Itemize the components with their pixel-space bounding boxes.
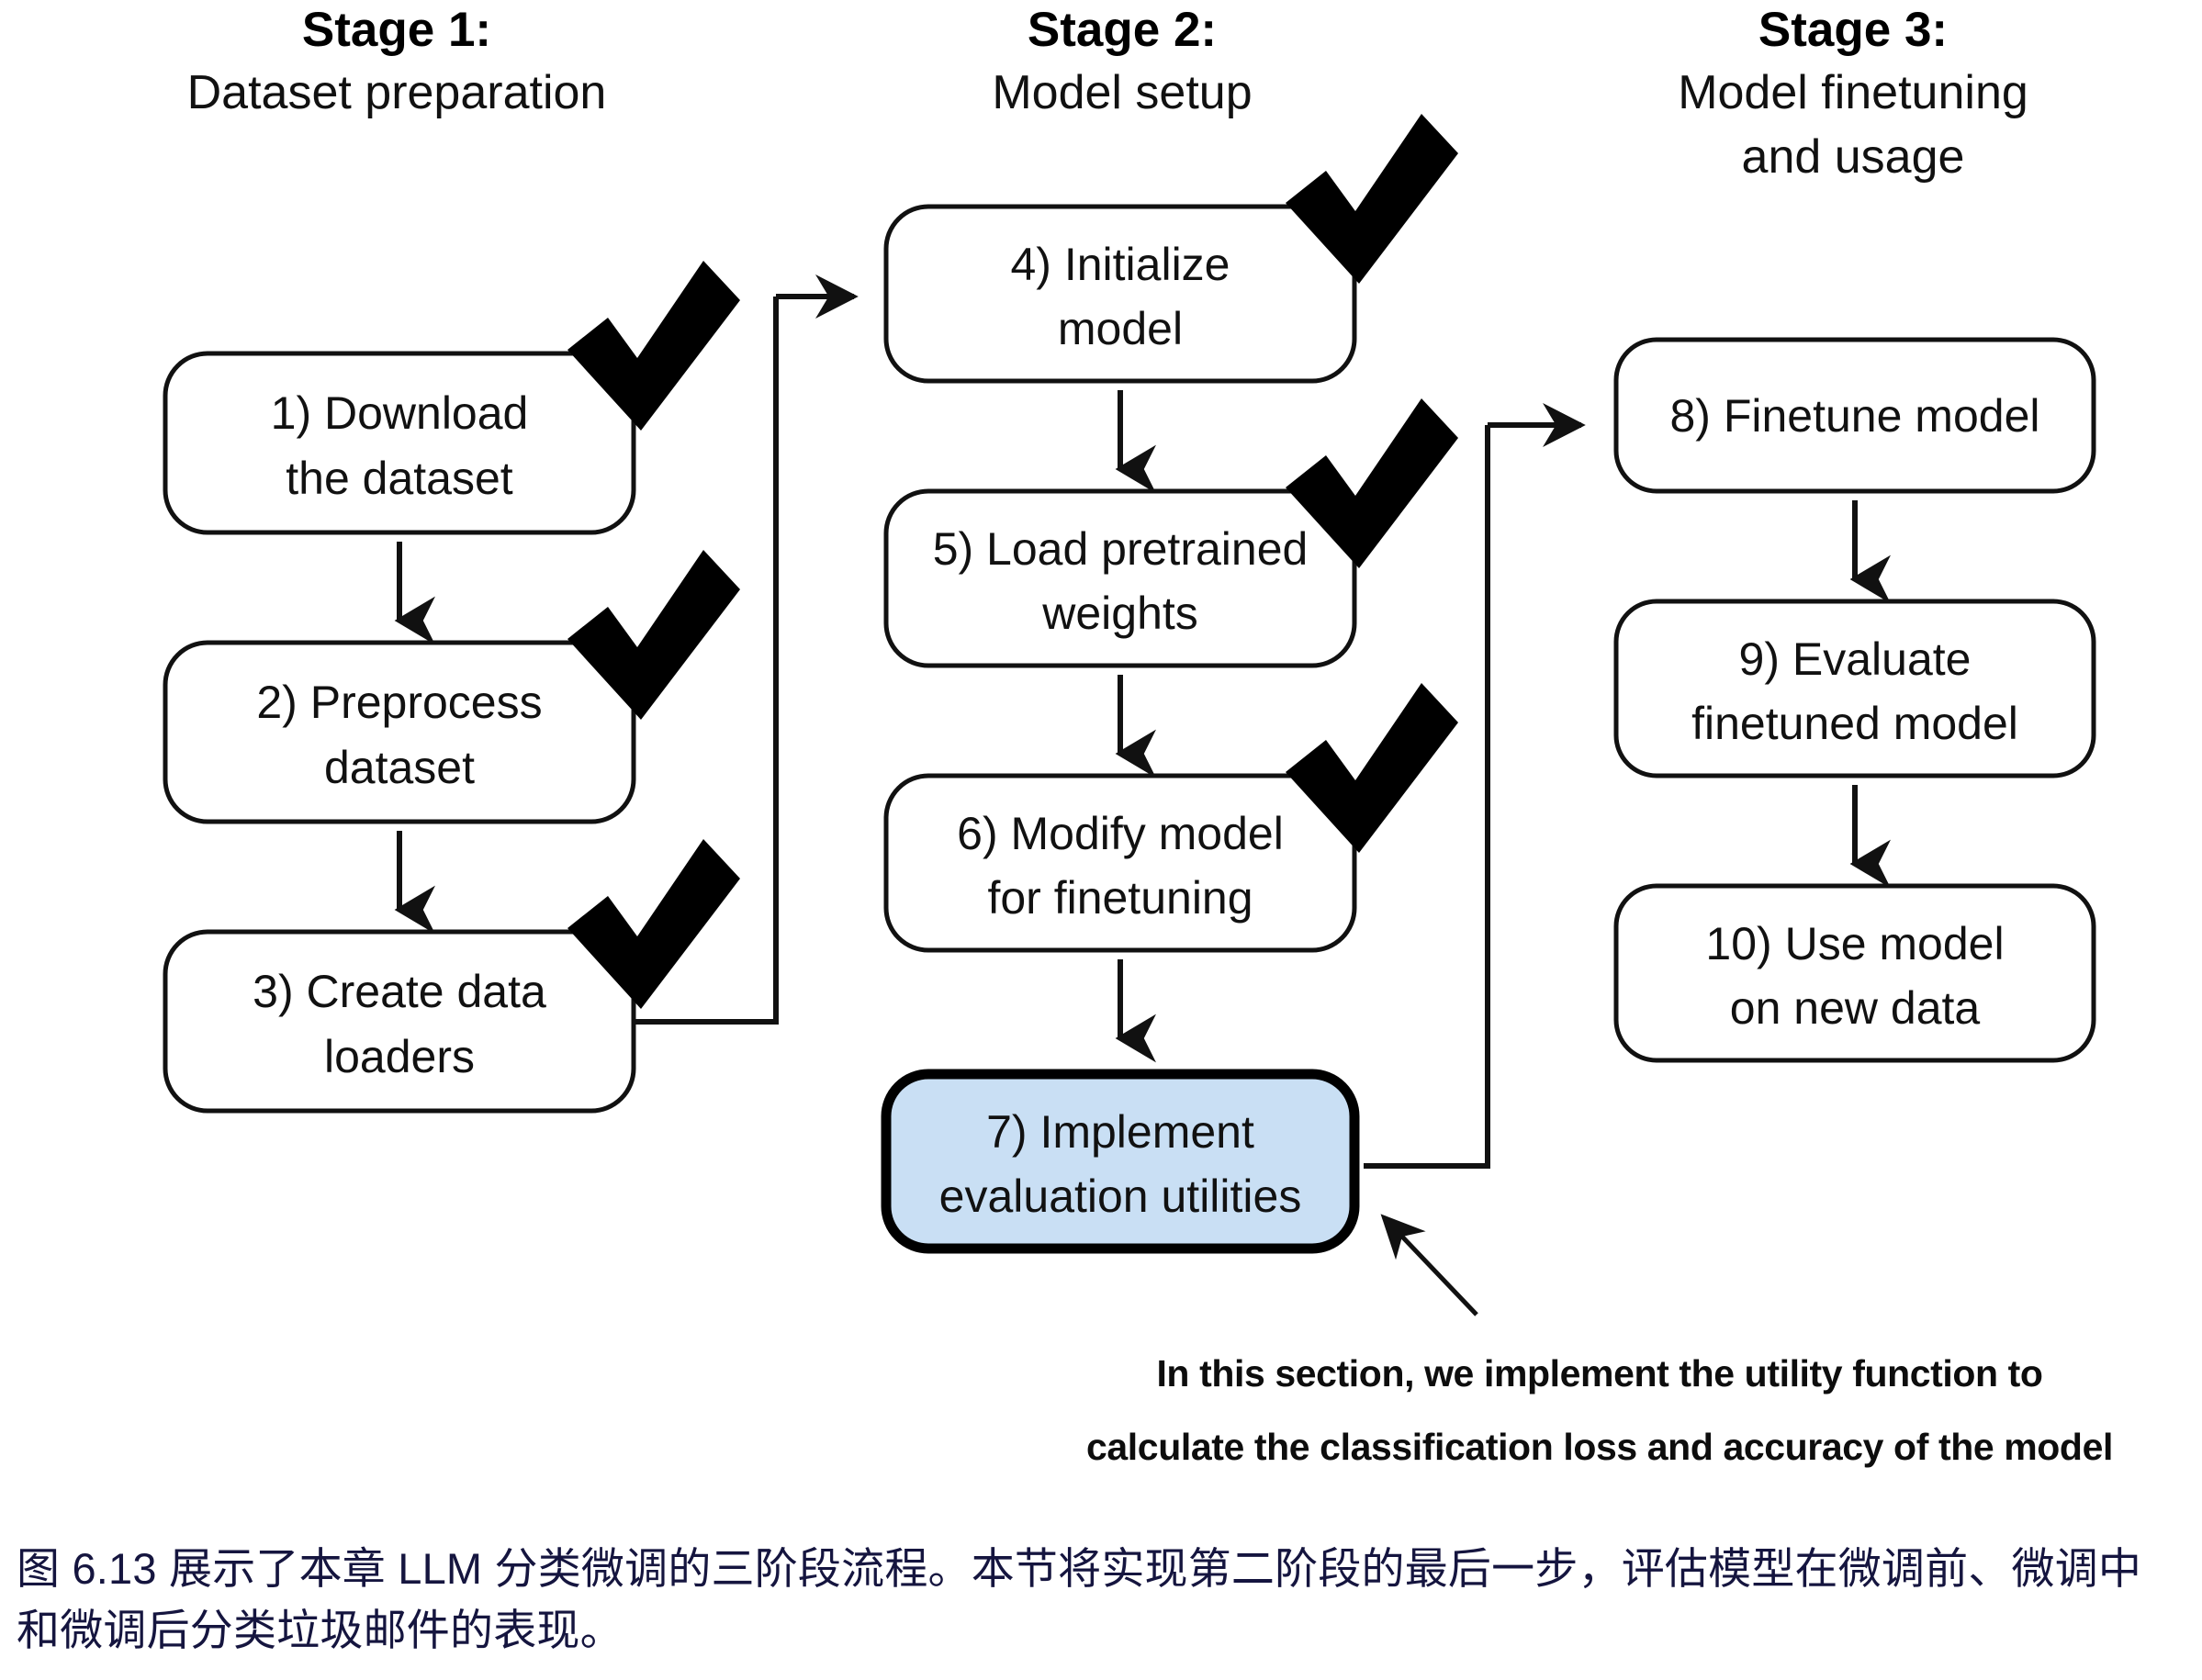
checkmark-icon-step-1	[567, 261, 740, 431]
node-step-9-label-line1: 9) Evaluate	[1739, 633, 1972, 685]
node-step-6-box	[883, 773, 1357, 953]
flowchart-diagram: Stage 1: Dataset preparation Stage 2: Mo…	[163, 3, 2113, 1468]
node-step-5-label-line1: 5) Load pretrained	[933, 523, 1309, 575]
node-step-6-label-line1: 6) Modify model	[957, 808, 1284, 859]
connector-stage2-to-stage3	[1364, 425, 1490, 1169]
node-step-2-label-line2: dataset	[324, 742, 475, 793]
node-step-4[interactable]: 4) Initialize model	[883, 114, 1458, 384]
stage-1-subtitle: Dataset preparation	[187, 66, 607, 119]
checkmark-icon-step-5	[1286, 398, 1458, 568]
connector-stage1-to-stage2	[634, 297, 779, 1025]
node-step-5-label-line2: weights	[1041, 588, 1198, 639]
node-step-3-label-line2: loaders	[324, 1031, 475, 1082]
node-step-4-box	[883, 204, 1357, 384]
node-step-10-label-line1: 10) Use model	[1705, 918, 2004, 969]
node-step-7-label-line1: 7) Implement	[986, 1106, 1254, 1158]
stage-2-title: Stage 2:	[1028, 3, 1217, 57]
callout-line-1: In this section, we implement the utilit…	[1156, 1352, 2042, 1394]
node-step-6[interactable]: 6) Modify model for finetuning	[883, 683, 1458, 953]
node-step-9-label-line2: finetuned model	[1691, 698, 2018, 749]
node-step-3-box	[163, 929, 636, 1114]
stage-3-subtitle-line2: and usage	[1742, 130, 1965, 184]
node-step-6-label-line2: for finetuning	[987, 872, 1253, 924]
node-step-1-label-line1: 1) Download	[271, 387, 529, 439]
node-step-4-label-line2: model	[1058, 303, 1183, 354]
node-step-2[interactable]: 2) Preprocess dataset	[163, 550, 740, 824]
node-step-1[interactable]: 1) Download the dataset	[163, 261, 740, 535]
node-step-8-box	[1613, 337, 2096, 494]
node-step-5-box	[883, 488, 1357, 668]
node-step-5[interactable]: 5) Load pretrained weights	[883, 398, 1458, 668]
checkmark-icon-step-6	[1286, 683, 1458, 853]
callout-arrow	[1380, 1214, 1478, 1316]
node-step-1-box	[163, 351, 636, 535]
node-step-4-label-line1: 4) Initialize	[1011, 239, 1230, 290]
stage-3-subtitle-line1: Model finetuning	[1678, 66, 2028, 119]
node-step-7-label-line2: evaluation utilities	[939, 1170, 1302, 1222]
node-step-2-box	[163, 640, 636, 824]
checkmark-icon-step-2	[567, 550, 740, 720]
node-step-3[interactable]: 3) Create data loaders	[163, 839, 740, 1114]
node-step-7-box	[881, 1069, 1360, 1254]
stage-3-title: Stage 3:	[1758, 3, 1948, 57]
node-step-10-label-line2: on new data	[1730, 982, 1981, 1034]
node-step-10[interactable]: 10) Use model on new data	[1613, 883, 2096, 1063]
node-step-2-label-line1: 2) Preprocess	[256, 677, 542, 728]
node-step-1-label-line2: the dataset	[286, 453, 513, 504]
node-step-7[interactable]: 7) Implement evaluation utilities	[881, 1069, 1360, 1254]
node-step-8[interactable]: 8) Finetune model	[1613, 337, 2096, 494]
node-step-8-label-line1: 8) Finetune model	[1669, 390, 2039, 442]
flowchart-svg: Stage 1: Dataset preparation Stage 2: Mo…	[163, 3, 2113, 1468]
checkmark-icon-step-3	[567, 839, 740, 1009]
checkmark-icon-step-4	[1286, 114, 1458, 284]
node-step-3-label-line1: 3) Create data	[253, 966, 546, 1017]
node-step-10-box	[1613, 883, 2096, 1063]
figure-caption: 图 6.13 展示了本章 LLM 分类微调的三阶段流程。本节将实现第二阶段的最后…	[17, 1544, 2142, 1654]
callout-line-2: calculate the classification loss and ac…	[1086, 1426, 2113, 1468]
stage-2-subtitle: Model setup	[992, 66, 1252, 119]
stage-1-title: Stage 1:	[302, 3, 491, 57]
node-step-9[interactable]: 9) Evaluate finetuned model	[1613, 599, 2096, 778]
node-step-9-box	[1613, 599, 2096, 778]
